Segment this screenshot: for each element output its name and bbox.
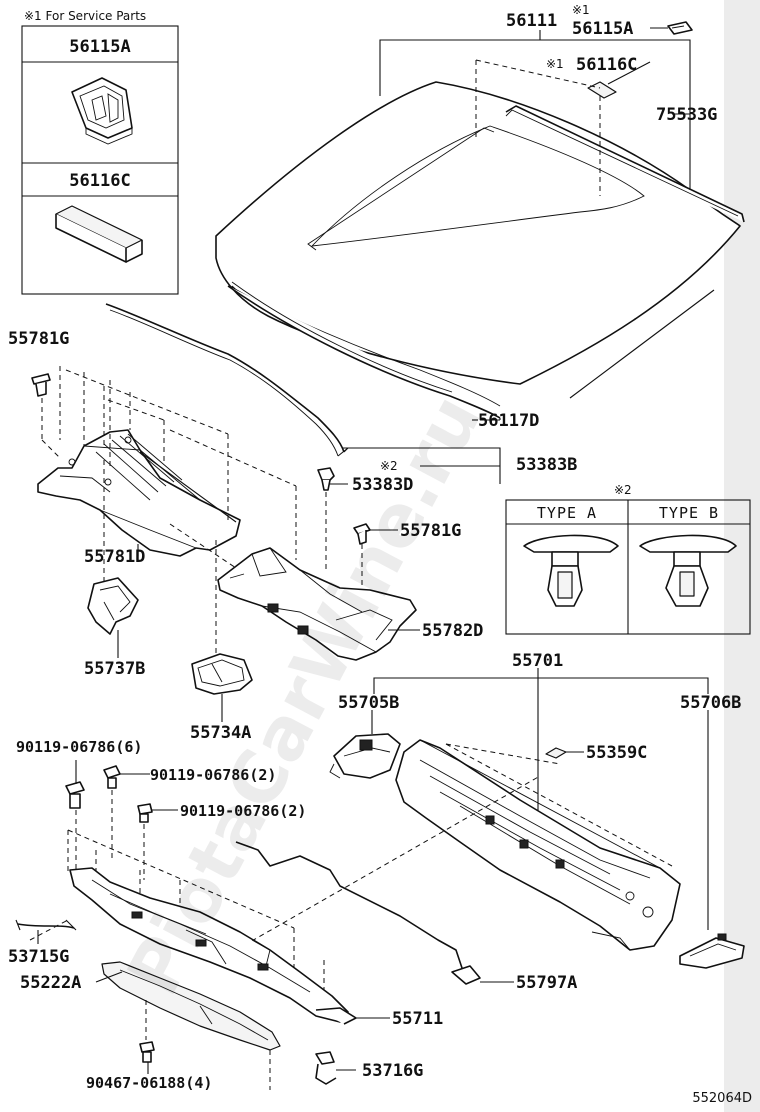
callout-55706B: 55706B: [680, 693, 741, 713]
retainer-clip-drawing: [71, 77, 133, 145]
callout-56117D: 56117D: [478, 411, 539, 431]
rod-drawing: [235, 841, 481, 985]
spacer-pad-drawing: [55, 205, 143, 263]
callout-bolt-a: 90119-06786(6): [16, 738, 142, 756]
side-band: [724, 0, 760, 1112]
bolt-b-drawing: [103, 765, 121, 789]
callout-55781G-top: 55781G: [8, 329, 69, 349]
callout-55797A: 55797A: [516, 973, 577, 993]
panel-right-drawing: [679, 933, 745, 969]
panel-main-drawing: [395, 739, 681, 951]
clip-type-box: [505, 499, 751, 635]
callout-55781D: 55781D: [84, 547, 145, 567]
callout-53715G: 53715G: [8, 947, 69, 967]
seal-clip-drawing: [317, 467, 335, 491]
callout-55782D: 55782D: [422, 621, 483, 641]
clip-mid-drawing: [353, 523, 371, 545]
callout-bolt-c: 90119-06786(2): [180, 802, 306, 820]
callout-mark-seal: ※2: [380, 459, 398, 473]
bracket-left-drawing: [87, 577, 139, 635]
hose-drawing: [15, 919, 77, 931]
callout-55737B: 55737B: [84, 659, 145, 679]
callout-53716G: 53716G: [362, 1061, 423, 1081]
callout-53383B: 53383B: [516, 455, 577, 475]
clip-type-a-label: TYPE A: [537, 504, 597, 522]
service-parts-note: ※1 For Service Parts: [24, 9, 146, 23]
service-parts-box: [21, 25, 179, 295]
callout-bolt-b: 90119-06786(2): [150, 766, 276, 784]
left-louver-guide-lines: [59, 366, 303, 660]
glass-callout-lines: [379, 27, 691, 421]
cowl-seal-strip-drawing: [105, 303, 349, 457]
bolt-c-drawing: [137, 803, 153, 823]
clamp-drawing: [315, 1051, 337, 1085]
bracket-low-drawing: [191, 653, 253, 695]
service-part-label-2: 56116C: [69, 171, 130, 191]
reinforcement-drawing: [101, 961, 281, 1051]
left-louver-drawing: [37, 429, 241, 557]
callout-55701: 55701: [512, 651, 563, 671]
callout-55705B: 55705B: [338, 693, 399, 713]
lower-brace-drawing: [69, 867, 357, 1025]
clip-type-a-drawing: [523, 534, 619, 607]
callout-55711: 55711: [392, 1009, 443, 1029]
callout-56111: 56111: [506, 11, 557, 31]
callout-55222A: 55222A: [20, 973, 81, 993]
callout-mark-spacer: ※1: [546, 57, 564, 71]
right-louver-drawing: [217, 547, 417, 661]
clip-type-b-drawing: [639, 534, 737, 607]
callout-mark-glass: ※1: [572, 3, 590, 17]
callout-75533G: 75533G: [656, 105, 717, 125]
service-part-label-1: 56115A: [69, 37, 130, 57]
clip-type-mark: ※2: [614, 483, 632, 497]
callout-90467: 90467-06188(4): [86, 1074, 212, 1092]
windshield-glass-drawing: [215, 21, 745, 419]
clip-type-b-label: TYPE B: [659, 504, 719, 522]
callout-53383D: 53383D: [352, 475, 413, 495]
callout-56116C: 56116C: [576, 55, 637, 75]
callout-56115A: 56115A: [572, 19, 633, 39]
callout-55781G-mid: 55781G: [400, 521, 461, 541]
callout-55359C: 55359C: [586, 743, 647, 763]
watermark: PiotaCarWine.ru: [111, 381, 497, 1008]
callout-55734A: 55734A: [190, 723, 251, 743]
panel-left-drawing: [329, 733, 401, 779]
screw-drawing: [139, 1041, 155, 1063]
clip-top-drawing: [31, 373, 51, 397]
seal-small-drawing: [545, 747, 567, 759]
bolt-a-drawing: [65, 781, 85, 809]
diagram-code: 552064D: [692, 1091, 752, 1106]
